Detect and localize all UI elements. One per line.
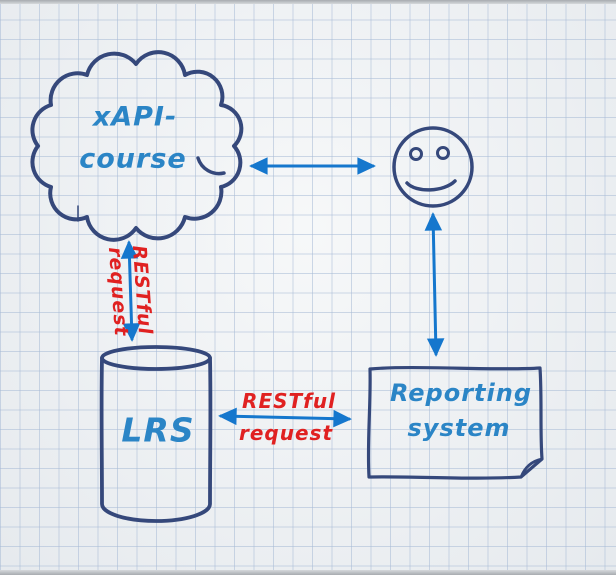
lrs-reporting-edge-label-line1: RESTful (242, 389, 336, 413)
arrow-course-lrs (120, 240, 141, 342)
lrs-label: LRS (121, 410, 195, 450)
reporting-label-line2: system (407, 414, 511, 442)
paper-edge-bottom (0, 570, 616, 575)
paper-edge-top (0, 0, 616, 4)
lrs-cylinder (99, 345, 213, 523)
lrs-reporting-edge-label-line2: request (238, 421, 334, 445)
reporting-label-line1: Reporting (389, 379, 533, 407)
course-label-line2: course (79, 143, 187, 175)
reporting-box (366, 365, 544, 480)
arrow-lrs-reporting (218, 407, 352, 428)
course-label-line1: xAPI- (92, 101, 178, 133)
arrow-user-reporting (424, 212, 445, 357)
user-smiley-icon (392, 126, 474, 208)
xapi-course-cloud (30, 50, 244, 242)
page-curl (519, 457, 544, 479)
course-lrs-edge-label: RESTful request (103, 245, 157, 338)
